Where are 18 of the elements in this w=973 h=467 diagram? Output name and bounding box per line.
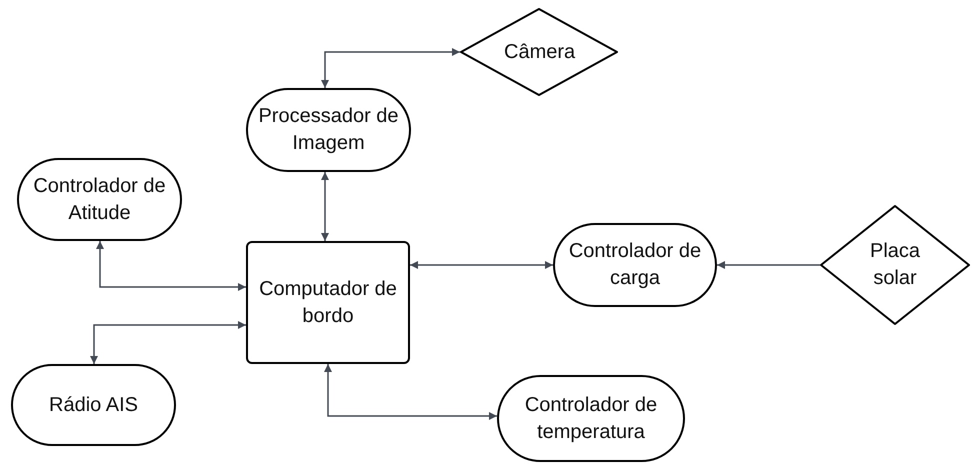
arrow: [90, 321, 246, 364]
node-label: Controlador de carga: [568, 239, 702, 291]
node-label: Computador de bordo: [258, 276, 398, 328]
decision-diamond: [460, 8, 618, 96]
arrow: [321, 172, 329, 241]
arrow: [321, 48, 460, 88]
node-label: Controlador de Atitude: [32, 174, 167, 226]
arrow: [717, 261, 820, 269]
decision-diamond: [820, 205, 970, 325]
node-label: Controlador de temperatura: [524, 392, 658, 444]
node-label: Processador de Imagem: [257, 104, 400, 156]
process-box: [246, 241, 410, 364]
arrow: [324, 364, 497, 420]
node-label: Placa solar: [868, 239, 922, 291]
arrow: [96, 241, 246, 291]
node-label: Rádio AIS: [49, 392, 138, 418]
arrow: [410, 261, 553, 269]
node-label: Câmera: [504, 40, 574, 64]
